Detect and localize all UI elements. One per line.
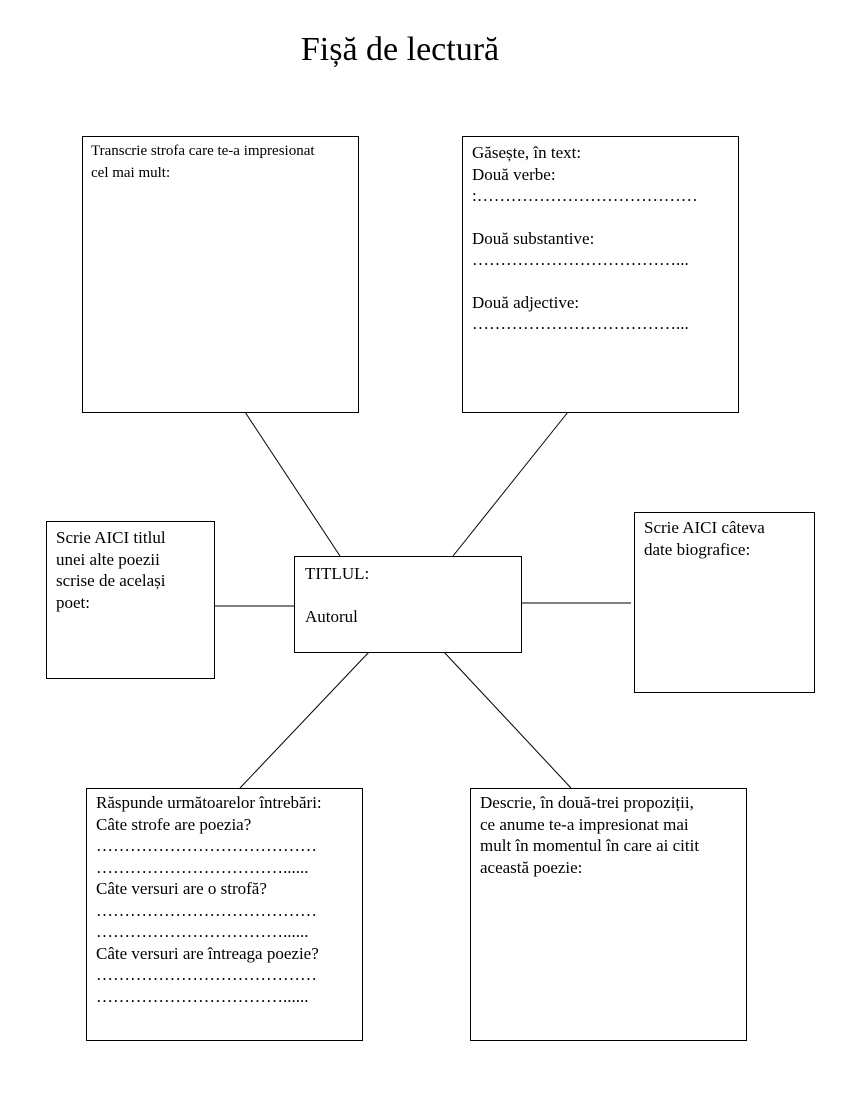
connector-top-left xyxy=(244,411,341,557)
answer-dotted-line[interactable]: ………………………………… xyxy=(96,900,317,920)
questions-prompt: Răspunde următoarelor întrebări: xyxy=(96,793,322,812)
connector-top-right xyxy=(452,411,569,557)
other-poem-line-1: Scrie AICI titlul xyxy=(56,528,166,547)
adjectives-dotted-line[interactable]: ………………………………... xyxy=(472,314,689,333)
question-verses-per-stanza: Câte versuri are o strofă? xyxy=(96,879,267,898)
impression-line-2: ce anume te-a impresionat mai xyxy=(480,814,689,834)
page-title: Fișă de lectură xyxy=(300,31,500,68)
stanza-box[interactable]: Transcrie strofa care te-a impresionat c… xyxy=(82,136,359,413)
other-poem-box[interactable]: Scrie AICI titlul unei alte poezii scris… xyxy=(46,521,215,679)
nouns-dotted-line[interactable]: ………………………………... xyxy=(472,250,689,269)
stanza-prompt-line-1: Transcrie strofa care te-a impresionat xyxy=(91,143,315,159)
biography-line-1: Scrie AICI câteva xyxy=(644,518,765,537)
impression-line-4: această poezie: xyxy=(480,857,583,877)
words-prompt: Găsește, în text: xyxy=(472,143,582,162)
connector-bottom-right xyxy=(443,651,572,789)
author-label: Autorul xyxy=(305,606,358,626)
answer-dotted-line[interactable]: ………………………………… xyxy=(96,965,317,984)
spacer xyxy=(472,207,729,228)
title-author-box[interactable]: TITLUL: Autorul xyxy=(294,556,522,653)
words-box[interactable]: Găsește, în text: Două verbe: :………………………… xyxy=(462,136,739,413)
question-stanzas: Câte strofe are poezia? xyxy=(96,814,252,834)
connector-bottom-left xyxy=(239,651,370,789)
answer-dotted-line[interactable]: ……………………………...... xyxy=(96,922,309,941)
answer-dotted-line[interactable]: ……………………………...... xyxy=(96,986,309,1006)
answer-dotted-line[interactable]: ……………………………...... xyxy=(96,857,309,877)
nouns-label: Două substantive: xyxy=(472,228,595,248)
biography-box[interactable]: Scrie AICI câteva date biografice: xyxy=(634,512,815,693)
question-total-verses: Câte versuri are întreaga poezie? xyxy=(96,943,319,963)
stanza-prompt-line-2: cel mai mult: xyxy=(91,164,171,181)
spacer xyxy=(472,271,729,292)
answer-dotted-line[interactable]: ………………………………… xyxy=(96,836,317,855)
verbs-label: Două verbe: xyxy=(472,164,556,184)
impression-line-3: mult în momentul în care ai citit xyxy=(480,836,700,855)
biography-line-2: date biografice: xyxy=(644,539,751,559)
impression-box[interactable]: Descrie, în două-trei propoziții, ce anu… xyxy=(470,788,747,1041)
impression-line-1: Descrie, în două-trei propoziții, xyxy=(480,793,694,812)
other-poem-line-4: poet: xyxy=(56,592,90,612)
spacer xyxy=(305,585,511,606)
adjectives-label: Două adjective: xyxy=(472,292,580,312)
verbs-dotted-line[interactable]: :………………………………… xyxy=(472,186,698,205)
other-poem-line-2: unei alte poezii xyxy=(56,549,160,569)
questions-box[interactable]: Răspunde următoarelor întrebări: Câte st… xyxy=(86,788,363,1041)
other-poem-line-3: scrise de același xyxy=(56,571,166,590)
title-label: TITLUL: xyxy=(305,564,370,583)
